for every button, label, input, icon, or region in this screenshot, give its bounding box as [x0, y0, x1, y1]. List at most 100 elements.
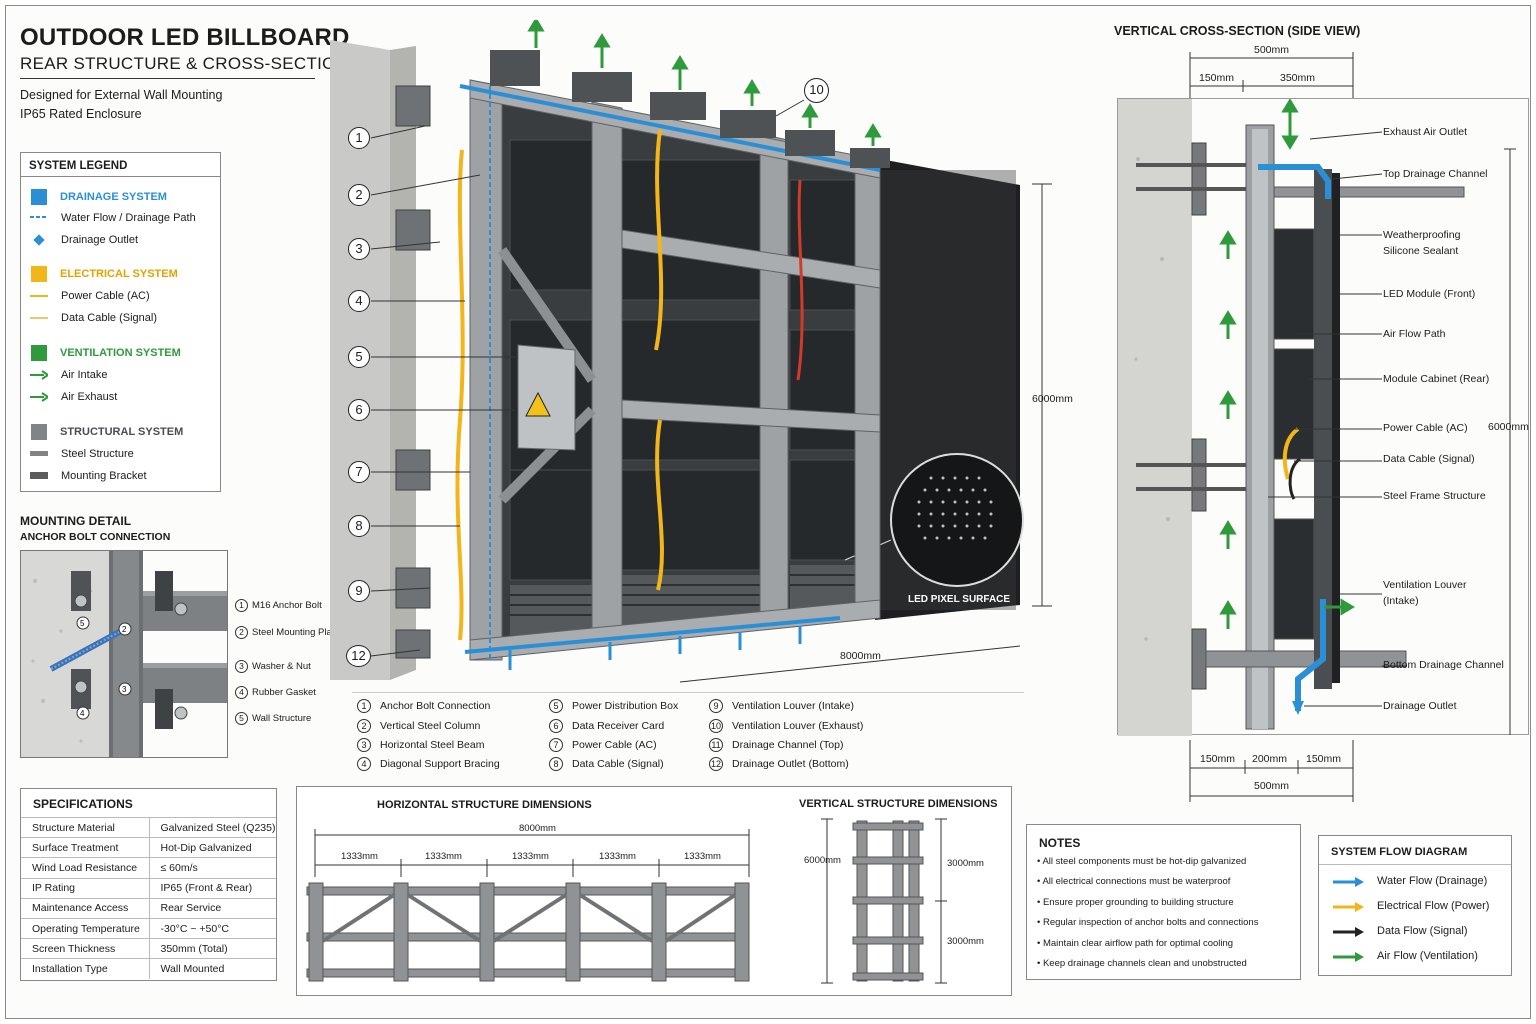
callout-8: 8 — [348, 515, 370, 537]
title-divider — [20, 78, 315, 79]
spec-value: ≤ 60m/s — [149, 857, 276, 879]
flow-data-label: Data Flow (Signal) — [1377, 925, 1468, 937]
legend-steel-structure: Steel Structure — [61, 448, 134, 460]
vertical-total-dimension: 6000mm — [804, 855, 841, 866]
mount-num: 5 — [235, 712, 248, 725]
legend-structural-title: STRUCTURAL SYSTEM — [60, 426, 184, 438]
list-item: Ensure proper grounding to building stru… — [1037, 897, 1258, 917]
spec-key: Installation Type — [21, 958, 150, 979]
key-item-8: 8 Data Cable (Signal) — [549, 757, 664, 771]
spec-value: 350mm (Total) — [149, 938, 276, 959]
key-text: Data Cable (Signal) — [572, 757, 664, 770]
water-flow-arrow-icon — [1333, 877, 1364, 887]
cs-label-steel-frame: Steel Frame Structure — [1383, 490, 1486, 502]
spec-key: Maintenance Access — [21, 897, 150, 919]
anchor-bolt-illustration: 5 2 3 4 — [21, 551, 227, 757]
data-flow-arrow-icon — [1333, 927, 1364, 937]
air-flow-arrow-icon — [1333, 952, 1364, 962]
horizontal-segment-1: 1333mm — [341, 851, 378, 862]
callout-5: 5 — [348, 346, 370, 368]
electrical-swatch — [31, 266, 47, 282]
key-text: Drainage Channel (Top) — [732, 738, 844, 751]
legend-data-cable: Data Cable (Signal) — [61, 312, 157, 324]
legend-ventilation-title: VENTILATION SYSTEM — [60, 347, 181, 359]
system-flow-heading: SYSTEM FLOW DIAGRAM — [1331, 846, 1468, 858]
key-divider — [352, 692, 1024, 693]
power-cable-line-icon — [30, 295, 48, 297]
vertical-half-top: 3000mm — [947, 858, 984, 869]
horizontal-segment-2: 1333mm — [425, 851, 462, 862]
mount-num: 1 — [235, 599, 248, 612]
table-row: Operating Temperature-30°C ~ +50°C — [21, 917, 276, 939]
key-text: Power Distribution Box — [572, 699, 679, 712]
cs-label-led-module-front: LED Module (Front) — [1383, 288, 1476, 300]
key-text: Anchor Bolt Connection — [380, 699, 491, 712]
callout-12: 12 — [346, 645, 371, 667]
spec-key: IP Rating — [21, 877, 150, 899]
key-num: 5 — [549, 699, 563, 713]
key-num: 12 — [709, 757, 723, 771]
system-legend: SYSTEM LEGEND DRAINAGE SYSTEM Water Flow… — [20, 152, 221, 492]
horizontal-total-dimension: 8000mm — [519, 823, 556, 834]
vertical-dimensions-title: VERTICAL STRUCTURE DIMENSIONS — [799, 798, 998, 810]
cross-section-drawing — [1118, 98, 1516, 736]
mount-label-text: Wall Structure — [252, 713, 312, 725]
callout-9: 9 — [348, 580, 370, 602]
mounting-detail-subheading: ANCHOR BOLT CONNECTION — [20, 531, 171, 543]
key-num: 2 — [357, 719, 371, 733]
cs-label-line: Silicone Sealant — [1383, 245, 1459, 257]
horizontal-segment-5: 1333mm — [684, 851, 721, 862]
legend-drainage-outlet: Drainage Outlet — [61, 234, 139, 246]
list-item: All steel components must be hot-dip gal… — [1037, 856, 1258, 876]
system-flow-divider — [1319, 864, 1511, 865]
cs-label-module-cabinet-rear: Module Cabinet (Rear) — [1383, 373, 1490, 385]
structural-swatch — [31, 424, 47, 440]
spec-value: IP65 (Front & Rear) — [149, 877, 276, 899]
key-num: 8 — [549, 757, 563, 771]
data-cable-line-icon — [30, 317, 48, 319]
spec-key: Structure Material — [21, 816, 150, 838]
cross-bottom-right: 150mm — [1306, 753, 1342, 765]
air-exhaust-arrow-icon — [30, 392, 48, 402]
cross-top-total: 500mm — [1254, 44, 1290, 56]
mount-label-text: Rubber Gasket — [252, 687, 316, 699]
cross-top-right: 350mm — [1280, 72, 1316, 84]
key-num: 1 — [357, 699, 371, 713]
vertical-half-bottom: 3000mm — [947, 936, 984, 947]
ventilation-swatch — [31, 345, 47, 361]
spec-key: Surface Treatment — [21, 837, 150, 858]
spec-value: Hot-Dip Galvanized — [149, 837, 276, 858]
cross-section-title: VERTICAL CROSS-SECTION (SIDE VIEW) — [1114, 24, 1361, 38]
list-item: Keep drainage channels clean and unobstr… — [1037, 958, 1258, 978]
key-text: Vertical Steel Column — [380, 719, 481, 732]
mounting-detail-figure: 5 2 3 4 — [20, 550, 228, 758]
callout-3: 3 — [348, 238, 370, 260]
spec-value: Galvanized Steel (Q235) — [149, 816, 276, 838]
air-intake-arrow-icon — [30, 370, 48, 380]
water-flow-line-icon — [30, 216, 48, 218]
svg-text:5: 5 — [80, 619, 85, 628]
flow-water-label: Water Flow (Drainage) — [1377, 875, 1488, 887]
legend-air-intake: Air Intake — [61, 369, 108, 381]
legend-water-flow: Water Flow / Drainage Path — [61, 212, 196, 224]
legend-drainage-title: DRAINAGE SYSTEM — [60, 191, 167, 203]
key-num: 10 — [709, 719, 723, 733]
cs-label-bottom-drainage-channel: Bottom Drainage Channel — [1383, 659, 1504, 671]
led-pixel-surface-label: LED PIXEL SURFACE — [908, 594, 1011, 605]
main-height-dimension: 6000mm — [1032, 393, 1073, 405]
mount-num: 3 — [235, 660, 248, 673]
cross-dimension-lines — [1189, 52, 1354, 802]
key-num: 4 — [357, 757, 371, 771]
